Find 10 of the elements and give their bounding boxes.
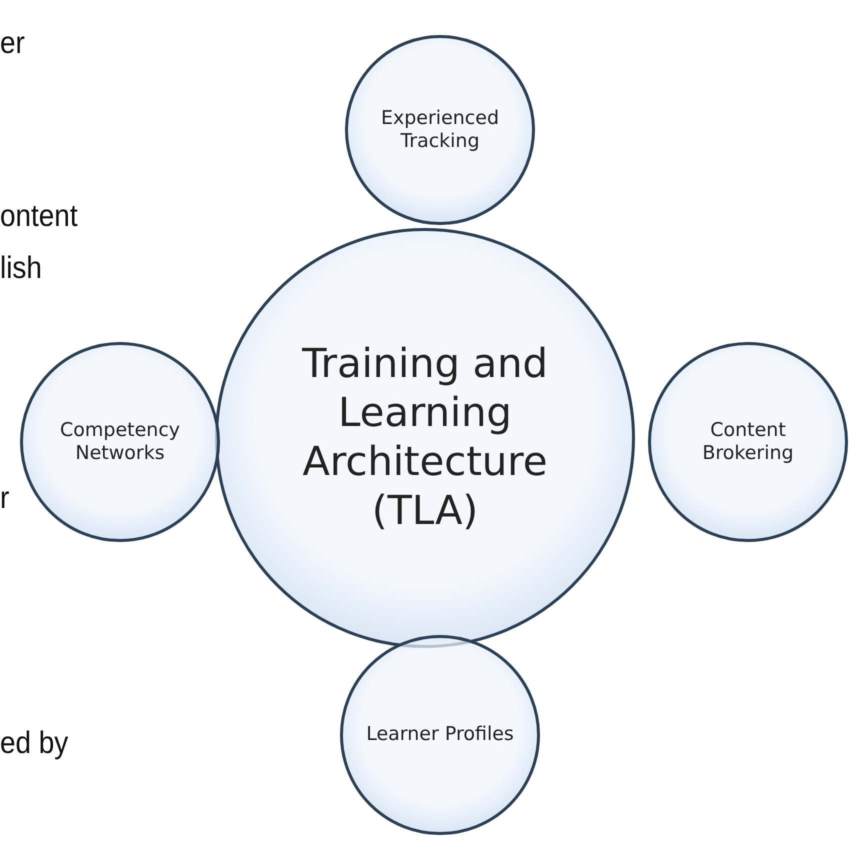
circle-label: Learner Profiles <box>366 723 514 747</box>
circle-label: Competency Networks <box>58 418 182 466</box>
text-fragment: ontent <box>0 198 78 234</box>
text-fragment: r <box>0 480 10 516</box>
text-fragment: er <box>0 25 25 61</box>
circle-label: Training and Learning Architecture (TLA) <box>301 340 549 536</box>
text-fragment: ed by <box>0 725 68 761</box>
circle-label: Experienced Tracking <box>380 106 500 154</box>
circle-label: Content Brokering <box>701 418 795 466</box>
text-fragment: lish <box>0 250 42 286</box>
